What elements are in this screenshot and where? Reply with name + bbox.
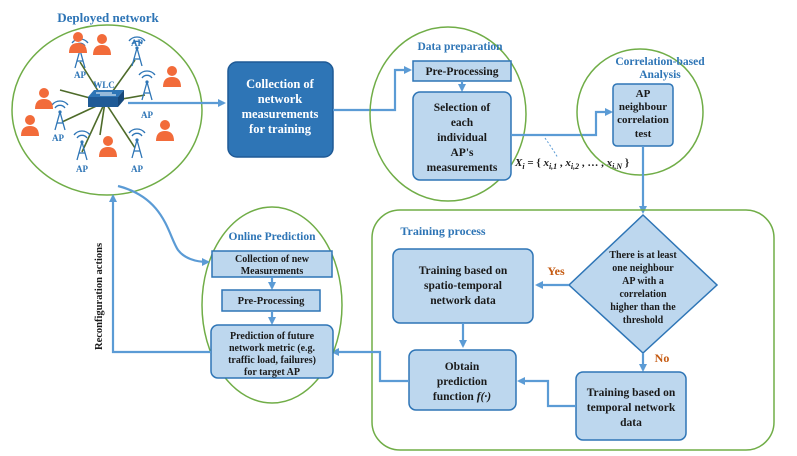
deployed-network-title: Deployed network: [57, 10, 159, 25]
svg-text:Training based on: Training based on: [419, 265, 508, 277]
wlc-label: WLC: [93, 80, 115, 90]
arrow-temporal-to-obtain: [517, 377, 576, 408]
svg-text:for target AP: for target AP: [244, 367, 300, 378]
collection-new-box: [211, 250, 333, 278]
svg-text:network data: network data: [430, 295, 496, 307]
svg-text:There is at least: There is at least: [609, 250, 677, 261]
training-process-title: Training process: [400, 224, 486, 238]
user-icon: [99, 136, 117, 157]
ap-label: AP: [52, 133, 64, 143]
svg-text:individual: individual: [437, 132, 487, 144]
svg-text:spatio-temporal: spatio-temporal: [424, 280, 502, 292]
svg-text:Training based on: Training based on: [587, 387, 676, 399]
data-preparation-group: Data preparation Pre-Processing Selectio…: [369, 26, 527, 202]
svg-text:one neighbour: one neighbour: [612, 263, 674, 274]
deployed-network-circle: [11, 24, 203, 196]
ap-tower-icon: [51, 100, 69, 131]
user-icon: [156, 120, 174, 141]
svg-text:Collection of new: Collection of new: [235, 254, 310, 265]
data-preparation-title: Data preparation: [417, 41, 503, 53]
svg-text:prediction: prediction: [437, 376, 488, 388]
svg-text:function f(·): function f(·): [433, 391, 491, 403]
yes-label: Yes: [547, 264, 565, 278]
arrow-reconfiguration: [109, 194, 211, 354]
svg-text:Prediction of future: Prediction of future: [230, 331, 315, 342]
correlation-analysis-title-2: Analysis: [639, 69, 681, 81]
svg-text:network metric (e.g.: network metric (e.g.: [229, 343, 316, 354]
svg-text:AP: AP: [636, 88, 651, 100]
svg-text:Obtain: Obtain: [445, 361, 480, 373]
svg-text:higher than the: higher than the: [610, 302, 676, 313]
svg-text:threshold: threshold: [623, 315, 664, 326]
svg-text:correlation: correlation: [619, 289, 666, 300]
svg-text:network: network: [258, 92, 302, 106]
ap-label: AP: [76, 164, 88, 174]
online-prediction-title: Online Prediction: [229, 231, 317, 243]
user-icon: [35, 88, 53, 109]
svg-text:AP's: AP's: [451, 147, 475, 159]
user-icon: [93, 34, 111, 55]
correlation-analysis-circle: [576, 48, 704, 176]
preprocessing-label: Pre-Processing: [425, 66, 498, 78]
ap-label: AP: [131, 38, 143, 48]
svg-text:Measurements: Measurements: [241, 266, 304, 277]
wlc-switch-icon: [88, 90, 124, 107]
ap-label: AP: [74, 70, 86, 80]
svg-text:correlation: correlation: [617, 114, 669, 126]
svg-text:AP with a: AP with a: [622, 276, 664, 287]
ap-label: AP: [131, 164, 143, 174]
online-prediction-group: Online Prediction Collection of new Meas…: [201, 206, 343, 404]
arrow-to-preprocessing: [333, 66, 412, 112]
online-prediction-circle: [201, 206, 343, 404]
ap-label: AP: [141, 110, 153, 120]
no-label: No: [655, 351, 670, 365]
training-process-group: Training process There is at least one n…: [371, 209, 775, 451]
arrow-network-to-online: [117, 184, 210, 266]
svg-text:each: each: [451, 117, 474, 129]
svg-text:Pre-Processing: Pre-Processing: [238, 296, 305, 307]
svg-text:for training: for training: [249, 122, 312, 136]
ap-tower-icon: [73, 130, 91, 161]
svg-text:neighbour: neighbour: [619, 101, 667, 113]
user-icon: [163, 66, 181, 87]
reconfiguration-label: Reconfiguration actions: [94, 243, 105, 350]
svg-text:Selection of: Selection of: [434, 102, 491, 114]
formula-pointer: [544, 137, 559, 159]
collection-box: Collection of network measurements for t…: [227, 61, 334, 158]
svg-text:data: data: [620, 417, 642, 429]
svg-text:temporal network: temporal network: [587, 402, 676, 414]
svg-text:Collection of: Collection of: [246, 77, 315, 91]
svg-text:test: test: [635, 128, 652, 140]
arrow-obtain-to-prediction: [331, 348, 409, 383]
training-process-frame: [371, 209, 775, 451]
svg-text:traffic load, failures): traffic load, failures): [228, 355, 316, 366]
data-preparation-circle: [369, 26, 527, 202]
svg-text:measurements: measurements: [242, 107, 319, 121]
correlation-analysis-group: Correlation-based Analysis AP neighbour …: [576, 48, 705, 176]
correlation-analysis-title-1: Correlation-based: [615, 56, 705, 68]
deployed-network-group: Deployed network AP AP AP AP AP AP: [11, 10, 203, 196]
svg-text:measurements: measurements: [427, 162, 498, 174]
arrow-to-correlation: [511, 108, 613, 137]
user-icon: [21, 115, 39, 136]
